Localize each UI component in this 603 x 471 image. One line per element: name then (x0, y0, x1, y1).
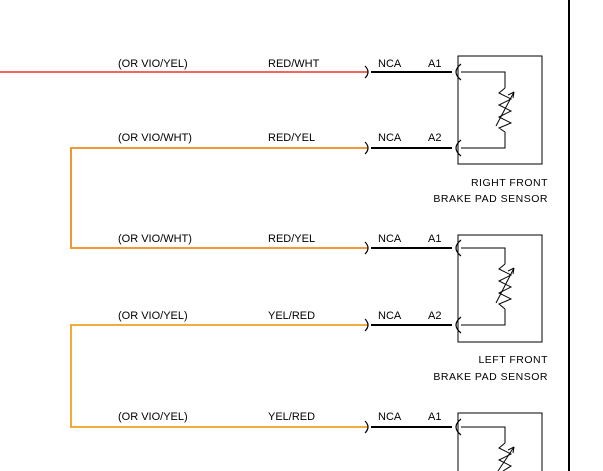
connector-3-pin: A1 (428, 233, 441, 245)
wire-5-alt-label: (OR VIO/YEL) (118, 411, 188, 423)
connector-row-3: (OR VIO/WHT) RED/YEL NCA A1 (118, 233, 462, 257)
connector-3-name: NCA (378, 233, 402, 245)
variable-resistor-icon (497, 87, 513, 133)
left-front-sensor (457, 234, 543, 343)
connector-1-pin: A1 (428, 58, 441, 70)
wire-3-alt-label: (OR VIO/WHT) (118, 233, 192, 245)
connector-4-pin: A2 (428, 310, 441, 322)
connector-2-bracket (364, 141, 369, 155)
sensor-2-caption-line2: BRAKE PAD SENSOR (433, 371, 548, 383)
wire-4-color-label: YEL/RED (268, 310, 315, 322)
connector-4-bracket (364, 318, 369, 332)
connector-5-bracket (364, 420, 369, 434)
connector-4-name: NCA (378, 310, 402, 322)
wire-2-color-label: RED/YEL (268, 132, 315, 144)
connector-1-terminal (455, 63, 462, 81)
wire-4-5-yellow-red (70, 324, 368, 428)
sensor-housing (457, 412, 543, 471)
connector-3-terminal (455, 239, 462, 257)
connector-row-2: (OR VIO/WHT) RED/YEL NCA A2 (118, 132, 462, 157)
sensor-housing (457, 55, 543, 165)
connector-5-pin: A1 (428, 411, 441, 423)
sensor-internal-wiring (461, 247, 506, 326)
right-front-sensor (457, 55, 543, 165)
connector-row-1: (OR VIO/YEL) RED/WHT NCA A1 (118, 58, 462, 81)
sensor-1-caption-line2: BRAKE PAD SENSOR (433, 193, 548, 205)
resistor-arrow-icon (495, 267, 515, 304)
connector-3-bracket (364, 241, 369, 255)
sensor-2-caption-line1: LEFT FRONT (478, 354, 548, 366)
connector-1-name: NCA (378, 58, 402, 70)
connector-5-name: NCA (378, 411, 402, 423)
partial-sensor (457, 412, 543, 471)
variable-resistor-icon (497, 442, 513, 471)
wire-3-color-label: RED/YEL (268, 233, 315, 245)
wire-2-3-red-yellow (70, 147, 368, 249)
connector-1-bracket (364, 65, 369, 79)
wire-1-alt-label: (OR VIO/YEL) (118, 58, 188, 70)
sensor-housing (457, 234, 543, 343)
connector-5-terminal (455, 418, 462, 436)
wire-4-alt-label: (OR VIO/YEL) (118, 310, 188, 322)
connector-2-pin: A2 (428, 132, 441, 144)
resistor-arrow-icon (495, 91, 515, 127)
connector-2-terminal (455, 139, 462, 157)
sensor-internal-wiring (461, 71, 506, 149)
connector-2-name: NCA (378, 132, 402, 144)
sensor-internal-wiring (461, 426, 506, 443)
resistor-arrow-icon (497, 446, 515, 471)
connector-row-5: (OR VIO/YEL) YEL/RED NCA A1 (118, 411, 462, 436)
sensor-1-caption-line1: RIGHT FRONT (471, 177, 548, 189)
wire-1-color-label: RED/WHT (268, 58, 320, 70)
connector-4-terminal (455, 316, 462, 334)
wire-5-color-label: YEL/RED (268, 411, 315, 423)
wire-2-alt-label: (OR VIO/WHT) (118, 132, 192, 144)
variable-resistor-icon (497, 263, 513, 310)
connector-row-4: (OR VIO/YEL) YEL/RED NCA A2 (118, 310, 462, 334)
